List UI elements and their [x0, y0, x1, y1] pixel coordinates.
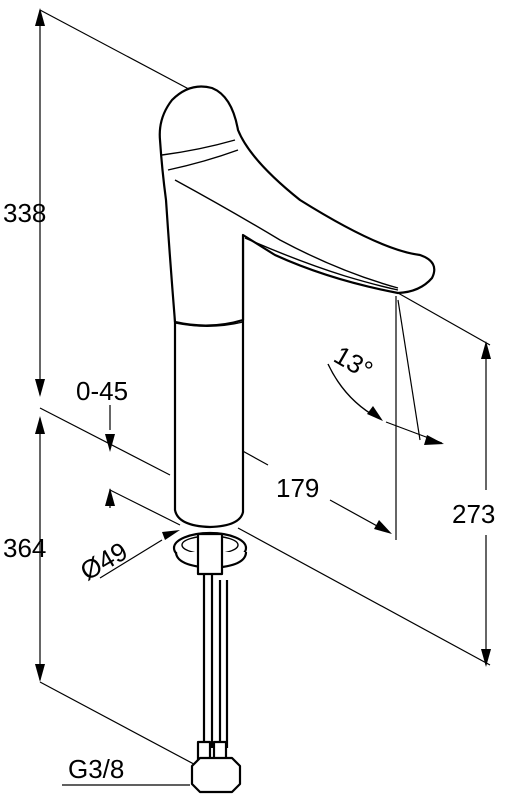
angle-dimension [327, 296, 444, 540]
faucet-body [158, 85, 436, 529]
dimension-thread: G3/8 [68, 754, 124, 784]
supply-hoses [190, 574, 242, 794]
dimension-reach: 179 [276, 473, 319, 503]
right-vertical-dimension [237, 292, 491, 667]
diameter-dimension [99, 489, 181, 579]
dimension-338: 338 [3, 198, 46, 228]
left-vertical-dimension [35, 8, 206, 771]
dimension-273: 273 [452, 499, 495, 529]
faucet-base [172, 531, 248, 576]
dimension-diameter: Ø49 [75, 536, 133, 587]
dimension-364: 364 [3, 533, 46, 563]
swivel-dimension [105, 405, 115, 508]
dimension-swivel: 0-45 [76, 376, 128, 406]
